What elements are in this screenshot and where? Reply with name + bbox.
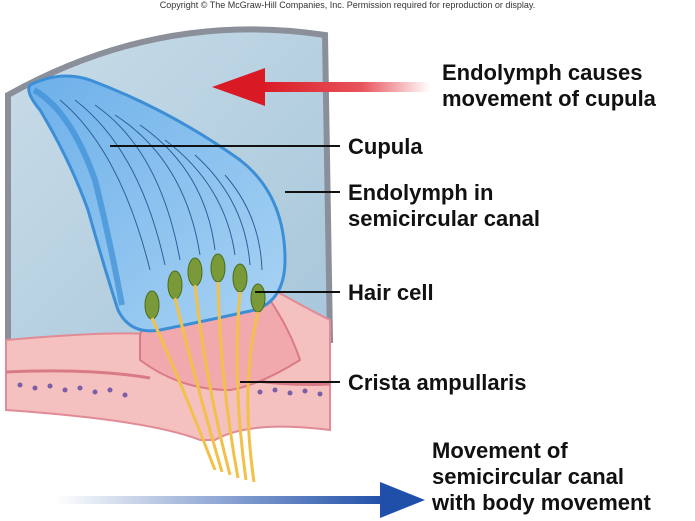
label-cupula: Cupula (348, 134, 423, 159)
label-hair-cell: Hair cell (348, 280, 434, 305)
epithelial-cells (17, 382, 323, 398)
label-crista-ampullaris: Crista ampullaris (348, 370, 527, 395)
cupula-fibers (59, 99, 263, 271)
nerve-fibers (150, 281, 260, 483)
label-endolymph-in: Endolymph in semicircular canal (348, 180, 541, 231)
blue-arrow (55, 482, 425, 518)
label-movement: Movement of semicircular canal with body… (432, 438, 651, 515)
red-arrow (212, 68, 430, 106)
label-endolymph-causes: Endolymph causes movement of cupula (442, 60, 656, 111)
copyright-notice: Copyright © The McGraw-Hill Companies, I… (159, 0, 536, 10)
leader-lines (110, 145, 340, 383)
hair-cells (144, 253, 266, 320)
